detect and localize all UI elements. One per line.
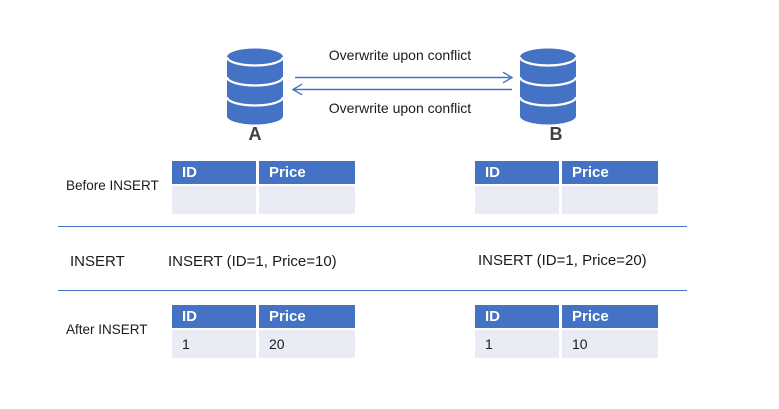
- row-label-insert: INSERT: [70, 253, 125, 270]
- database-b-icon: [520, 48, 576, 125]
- table-row: 1 20: [172, 330, 355, 358]
- cell-id: [475, 186, 559, 214]
- cell-id: 1: [172, 330, 256, 358]
- database-a-label: A: [248, 124, 262, 144]
- table-header-row: ID Price: [475, 305, 658, 328]
- cell-price: [562, 186, 658, 214]
- table-after-b: ID Price 1 10: [475, 305, 658, 358]
- cell-price: 10: [562, 330, 658, 358]
- insert-statement-b: INSERT (ID=1, Price=20): [478, 252, 647, 269]
- table-after-a: ID Price 1 20: [172, 305, 355, 358]
- table-before-b: ID Price: [475, 161, 658, 214]
- header-cell-id: ID: [475, 305, 559, 328]
- table-row: [172, 186, 355, 214]
- arrow-a-to-b-icon: [295, 71, 514, 84]
- row-divider: [58, 226, 687, 227]
- database-a-icon: [227, 48, 283, 125]
- arrow-top-label: Overwrite upon conflict: [328, 47, 472, 63]
- cell-price: 20: [259, 330, 355, 358]
- row-label-after-insert: After INSERT: [66, 322, 148, 337]
- table-header-row: ID Price: [172, 161, 355, 184]
- header-cell-price: Price: [562, 305, 658, 328]
- header-cell-price: Price: [259, 305, 355, 328]
- table-row: 1 10: [475, 330, 658, 358]
- cell-id: 1: [475, 330, 559, 358]
- table-header-row: ID Price: [475, 161, 658, 184]
- header-cell-id: ID: [172, 161, 256, 184]
- arrow-b-to-a-icon: [291, 83, 512, 96]
- row-divider: [58, 290, 687, 291]
- cell-price: [259, 186, 355, 214]
- table-header-row: ID Price: [172, 305, 355, 328]
- header-cell-id: ID: [172, 305, 256, 328]
- insert-statement-a: INSERT (ID=1, Price=10): [168, 253, 337, 270]
- sync-arrows-icon: [291, 71, 514, 96]
- header-cell-price: Price: [259, 161, 355, 184]
- row-label-before-insert: Before INSERT: [66, 178, 159, 193]
- arrow-bottom-label: Overwrite upon conflict: [328, 100, 472, 116]
- database-b-label: B: [549, 124, 563, 144]
- header-cell-price: Price: [562, 161, 658, 184]
- header-cell-id: ID: [475, 161, 559, 184]
- cell-id: [172, 186, 256, 214]
- table-before-a: ID Price: [172, 161, 355, 214]
- table-row: [475, 186, 658, 214]
